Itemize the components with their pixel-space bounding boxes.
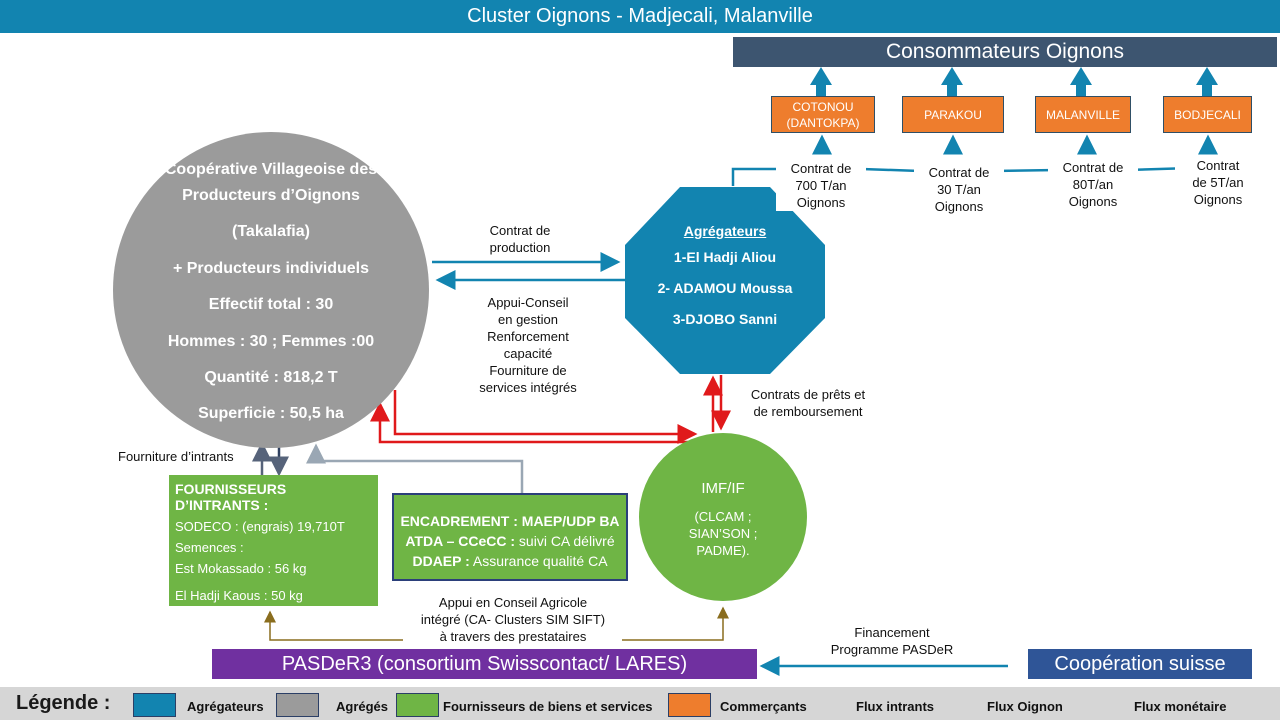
swiss-cooperation-box: Coopération suisse — [1028, 649, 1252, 679]
legend-swatch-suppliers — [396, 693, 439, 717]
extension-ddaep-desc: Assurance qualité CA — [469, 553, 608, 569]
upward-arrows — [810, 67, 1218, 96]
imf-circle — [639, 433, 807, 601]
production-contract-label: Contrat de production — [489, 223, 551, 255]
legend-swatch-aggregated — [276, 693, 319, 717]
market-malanville: MALANVILLE — [1035, 96, 1131, 133]
aggregator-2: 2- ADAMOU Moussa — [657, 280, 793, 296]
extension-atda-desc: suivi CA délivré — [515, 533, 615, 549]
coop-individuals: + Producteurs individuels — [172, 260, 370, 277]
legend-aggregated: Agrégés — [336, 699, 389, 714]
aggregators-title: Agrégateurs — [683, 223, 767, 239]
market-label: BODJECALI — [1174, 107, 1241, 122]
coop-area: Superficie : 50,5 ha — [198, 405, 344, 422]
funding-label: Financement Programme PASDeR — [830, 625, 954, 657]
coop-gender: Hommes : 30 ; Femmes :00 — [167, 333, 375, 350]
legend-bar — [0, 687, 1280, 720]
input-supplier-seeds: Semences : — [175, 540, 244, 555]
coop-quantity: Quantité : 818,2 T — [204, 369, 338, 386]
support-label: Appui-Conseil en gestion Renforcement ca… — [479, 295, 577, 395]
market-label: COTONOU (DANTOKPA) — [786, 99, 860, 130]
input-suppliers-title: FOURNISSEURS D’INTRANTS : — [175, 481, 287, 513]
input-suppliers-box: FOURNISSEURS D’INTRANTS : SODECO : (engr… — [169, 475, 378, 606]
legend-swatch-traders — [668, 693, 711, 717]
loans-label: Contrats de prêts et de remboursement — [750, 387, 866, 419]
imf-title: IMF/IF — [701, 480, 745, 497]
input-supplier-mokassado: Est Mokassado : 56 kg — [175, 561, 307, 576]
consumers-banner: Consommateurs Oignons — [733, 37, 1277, 67]
inputs-supply-label: Fourniture d’intrants — [118, 449, 234, 464]
market-label: PARAKOU — [924, 107, 982, 122]
legend-flux-money: Flux monétaire — [1134, 699, 1227, 714]
aggregators-octagon — [625, 187, 825, 374]
pasder-banner: PASDeR3 (consortium Swisscontact/ LARES) — [212, 649, 757, 679]
market-label: MALANVILLE — [1045, 107, 1121, 122]
extension-box: ENCADREMENT : MAEP/UDP BA ATDA – CCeCC :… — [392, 493, 628, 581]
imf-members: (CLCAM ; SIAN’SON ; PADME). — [688, 509, 758, 558]
coop-total: Effectif total : 30 — [208, 296, 334, 313]
extension-ddaep: DDAEP : — [412, 553, 470, 569]
legend-aggregators: Agrégateurs — [187, 699, 264, 714]
legend-flux-onion: Flux Oignon — [987, 699, 1063, 714]
extension-line1: ENCADREMENT : MAEP/UDP BA — [400, 513, 620, 529]
coop-name-line1: Coopérative Villageoise des — [164, 161, 378, 178]
page-title: Cluster Oignons - Madjecali, Malanville — [0, 0, 1280, 33]
market-parakou: PARAKOU — [902, 96, 1004, 133]
advice-label: Appui en Conseil Agricole intégré (CA- C… — [420, 595, 606, 644]
extension-atda: ATDA – CCeCC : — [405, 533, 516, 549]
legend-label: Légende : — [16, 692, 111, 714]
cooperative-circle — [113, 132, 429, 448]
aggregator-3: 3-DJOBO Sanni — [672, 311, 778, 327]
market-bodjecali: BODJECALI — [1163, 96, 1252, 133]
contract-bodjecali: Contrat de 5T/an Oignons — [1175, 157, 1261, 208]
aggregator-1: 1-El Hadji Aliou — [673, 249, 777, 265]
contract-parakou: Contrat de 30 T/an Oignons — [914, 164, 1004, 215]
legend-traders: Commerçants — [720, 699, 807, 714]
contract-malanville: Contrat de 80T/an Oignons — [1048, 159, 1138, 210]
coop-name-line2: Producteurs d’Oignons — [182, 187, 360, 204]
input-supplier-sodeco: SODECO : (engrais) 19,710T — [175, 519, 345, 534]
market-cotonou: COTONOU (DANTOKPA) — [771, 96, 875, 133]
legend-suppliers: Fournisseurs de biens et services — [443, 699, 653, 714]
legend-flux-inputs: Flux intrants — [856, 699, 935, 714]
legend-swatch-aggregators — [133, 693, 176, 717]
input-supplier-kaous: El Hadji Kaous : 50 kg — [175, 588, 303, 603]
contract-cotonou: Contrat de 700 T/an Oignons — [776, 160, 866, 211]
coop-location: (Takalafia) — [232, 223, 310, 240]
